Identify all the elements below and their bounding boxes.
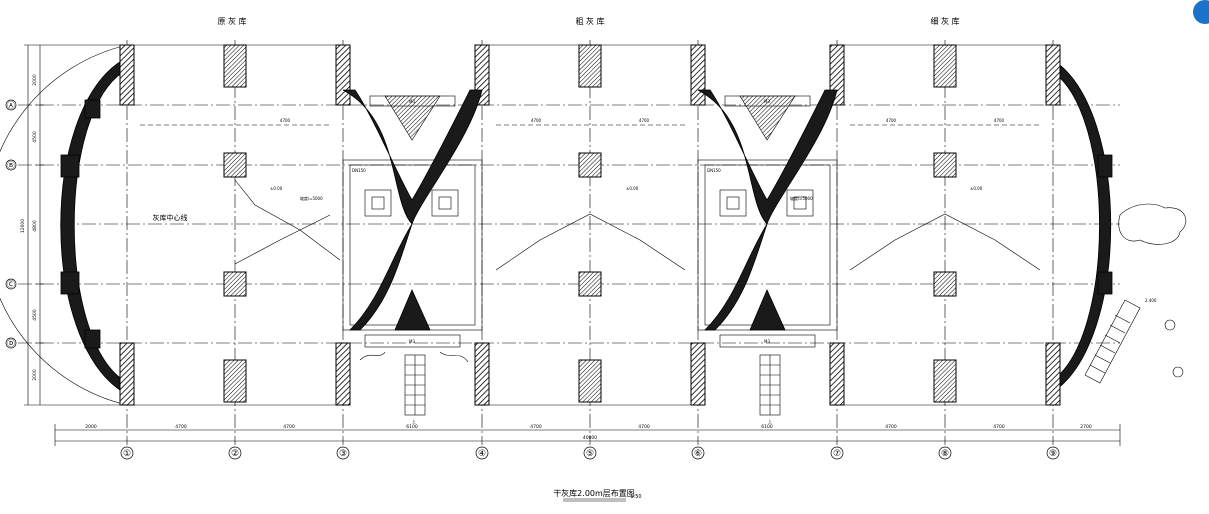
wall-piers bbox=[119, 44, 1061, 406]
svg-text:②: ② bbox=[231, 449, 239, 459]
section-title-coarse-ash: 粗 灰 库 bbox=[575, 16, 604, 26]
pipe-note-1: DN150 bbox=[352, 168, 366, 173]
svg-text:③: ③ bbox=[339, 449, 347, 459]
pipe-note-2: DN150 bbox=[707, 168, 721, 173]
external-stair: 2.400 bbox=[1084, 203, 1187, 384]
dim-row-cd: 4500 bbox=[32, 309, 38, 321]
dim-total: 40000 bbox=[583, 435, 597, 441]
level-mark-2: ±0.00 bbox=[626, 186, 639, 191]
svg-text:Ⓑ: Ⓑ bbox=[7, 161, 15, 170]
dim-bay-4: 4700 bbox=[638, 424, 650, 430]
door-label-core2-top: M3 bbox=[764, 99, 770, 104]
dim-end-right: 2700 bbox=[1080, 424, 1092, 430]
left-silo-arc-wall bbox=[0, 44, 128, 406]
dim-end-left: 2000 bbox=[85, 424, 97, 430]
door-label-core1-bottom: M3 bbox=[409, 339, 415, 344]
dim-bay-5: 4700 bbox=[885, 424, 897, 430]
axis-bubble-7: ⑦ bbox=[830, 446, 844, 460]
dim-total-vertical: 12000 bbox=[20, 219, 26, 233]
stair-label-1: 上 bbox=[412, 418, 416, 424]
interior-annotations: 灰库中心线 ±0.00 ±0.00 ±0.00 坡度i=5000 坡度i=500… bbox=[153, 118, 1005, 222]
dim-bay-2: 4700 bbox=[283, 424, 295, 430]
stair-level-label: 2.400 bbox=[1145, 298, 1157, 303]
floor-slope-lines bbox=[140, 124, 1041, 271]
slope-note-1: 坡度i=5000 bbox=[300, 195, 323, 201]
svg-text:⑦: ⑦ bbox=[833, 449, 841, 459]
axis-bubble-9: ⑨ bbox=[1046, 446, 1060, 460]
svg-text:⑧: ⑧ bbox=[941, 449, 949, 459]
drawing-title-block: 干灰库2.00m层布置图 1:50 bbox=[553, 488, 642, 502]
corner-badge bbox=[1193, 0, 1209, 24]
level-mark-1: ±0.00 bbox=[270, 186, 283, 191]
svg-text:⑥: ⑥ bbox=[694, 449, 702, 459]
axis-bubble-a: Ⓐ bbox=[5, 99, 17, 111]
dim-bay-6: 4700 bbox=[993, 424, 1005, 430]
door-label-core1-top: M3 bbox=[409, 99, 415, 104]
door-label-core2-bottom: M3 bbox=[764, 339, 770, 344]
dim-mid-2: 6100 bbox=[761, 424, 773, 430]
axis-bubble-2: ② bbox=[228, 446, 242, 460]
svg-text:Ⓐ: Ⓐ bbox=[7, 101, 15, 110]
svg-text:Ⓒ: Ⓒ bbox=[7, 280, 15, 289]
svg-text:⑤: ⑤ bbox=[586, 449, 594, 459]
equipment-core-1: M3 M3 上 bbox=[342, 89, 483, 424]
dim-bay-3: 4700 bbox=[530, 424, 542, 430]
bay-dim-3: 4700 bbox=[639, 118, 650, 123]
bottom-dimension-chain: 2000 4700 4700 6100 4700 4700 6100 4700 … bbox=[54, 424, 1121, 446]
dim-mid-1: 6100 bbox=[406, 424, 418, 430]
stair-label-2: 上 bbox=[768, 418, 772, 424]
drawing-title: 干灰库2.00m层布置图 bbox=[553, 488, 635, 498]
columns bbox=[223, 44, 957, 403]
horizontal-axis-lines bbox=[18, 104, 1120, 344]
dim-row-d: 2000 bbox=[32, 369, 38, 381]
axis-bubble-b: Ⓑ bbox=[5, 159, 17, 171]
axis-bubble-3: ③ bbox=[336, 446, 350, 460]
section-title-fine-ash: 细 灰 库 bbox=[930, 16, 959, 26]
dim-row-bc: 4800 bbox=[32, 220, 38, 232]
bay-dim-2: 4700 bbox=[531, 118, 542, 123]
axis-bubble-8: ⑧ bbox=[938, 446, 952, 460]
axis-bubble-5: ⑤ bbox=[583, 446, 597, 460]
svg-text:①: ① bbox=[123, 449, 131, 459]
axis-bubble-c: Ⓒ bbox=[5, 278, 17, 290]
axis-bubble-1: ① bbox=[120, 446, 134, 460]
level-mark-3: ±0.00 bbox=[970, 186, 983, 191]
svg-text:⑨: ⑨ bbox=[1049, 449, 1057, 459]
dim-row-ab: 4500 bbox=[32, 131, 38, 143]
equipment-core-2: M3 M3 上 bbox=[697, 89, 838, 424]
drawing-scale: 1:50 bbox=[630, 494, 641, 500]
bay-dim-5: 4700 bbox=[994, 118, 1005, 123]
axis-bubble-6: ⑥ bbox=[691, 446, 705, 460]
section-title-raw-ash: 原 灰 库 bbox=[217, 16, 246, 26]
bay-dim-1: 4700 bbox=[280, 118, 291, 123]
dim-bay-1: 4700 bbox=[175, 424, 187, 430]
center-line-label: 灰库中心线 bbox=[153, 213, 188, 222]
axis-bubble-d: Ⓓ bbox=[5, 337, 17, 349]
slope-note-2: 坡度i=5000 bbox=[790, 195, 813, 201]
axis-bubble-4: ④ bbox=[475, 446, 489, 460]
svg-text:Ⓓ: Ⓓ bbox=[7, 339, 15, 348]
dim-row-a: 2000 bbox=[32, 74, 38, 86]
bay-dim-4: 4700 bbox=[886, 118, 897, 123]
svg-text:④: ④ bbox=[478, 449, 486, 459]
right-silo-arc-wall bbox=[1052, 59, 1113, 393]
